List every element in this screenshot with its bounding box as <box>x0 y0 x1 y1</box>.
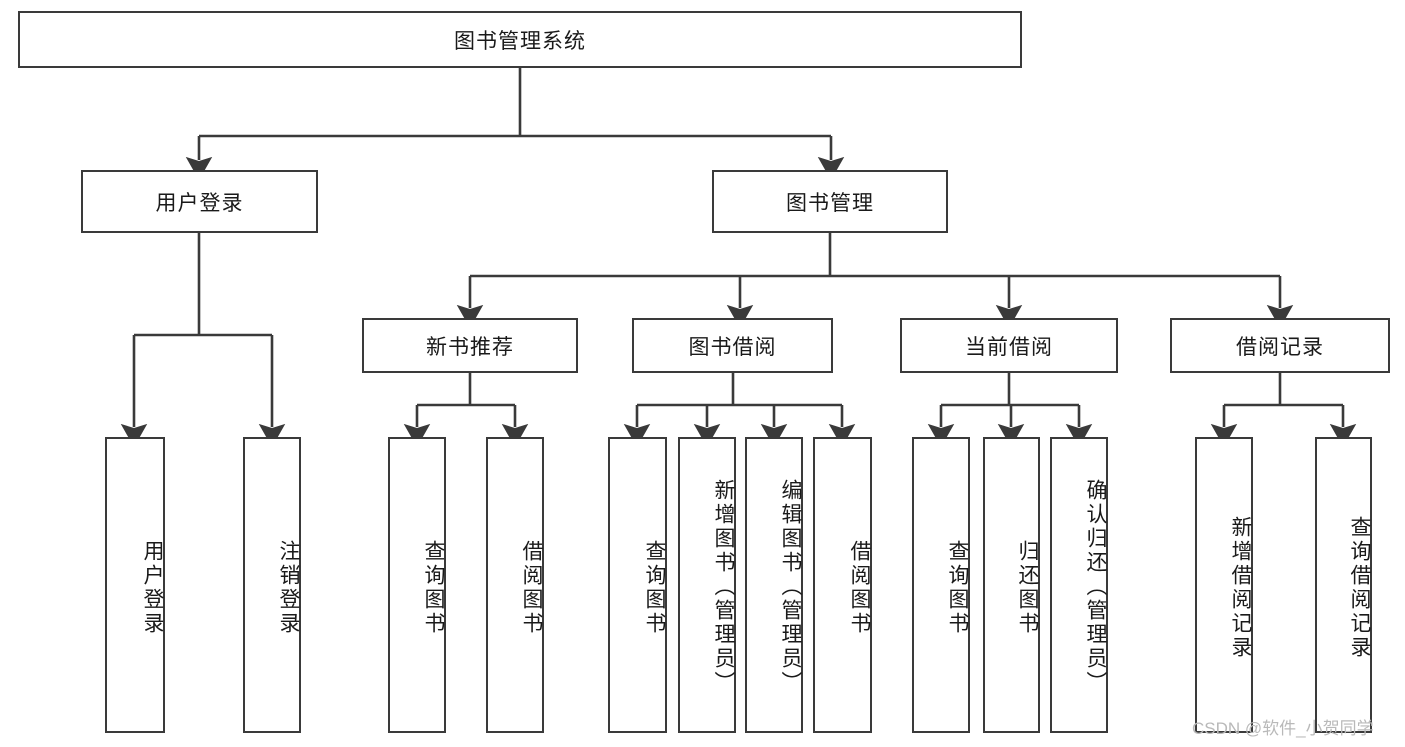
node-label: 图书借阅 <box>688 335 777 359</box>
node-label: 注销登录 <box>277 540 300 636</box>
node-leaf-user-login[interactable]: 用户登录 <box>105 437 165 733</box>
node-label: 用户登录 <box>141 540 164 636</box>
node-label: 新增借阅记录 <box>1229 516 1252 660</box>
node-label: 当前借阅 <box>965 335 1053 359</box>
node-current-borrow[interactable]: 当前借阅 <box>900 318 1118 373</box>
node-root-system[interactable]: 图书管理系统 <box>18 11 1022 68</box>
node-leaf-edit-book[interactable]: 编辑图书（管理员） <box>745 437 803 733</box>
node-label: 查询图书 <box>422 540 445 636</box>
node-label: 借阅记录 <box>1236 335 1324 359</box>
node-label: 查询图书 <box>643 540 666 636</box>
node-label: 用户登录 <box>155 191 244 215</box>
node-leaf-add-book[interactable]: 新增图书（管理员） <box>678 437 736 733</box>
node-leaf-query-book-3[interactable]: 查询图书 <box>912 437 970 733</box>
node-leaf-user-logout[interactable]: 注销登录 <box>243 437 301 733</box>
node-borrow-record[interactable]: 借阅记录 <box>1170 318 1390 373</box>
node-leaf-borrow-book-2[interactable]: 借阅图书 <box>813 437 872 733</box>
node-leaf-borrow-book-1[interactable]: 借阅图书 <box>486 437 544 733</box>
node-leaf-query-book-2[interactable]: 查询图书 <box>608 437 667 733</box>
node-new-book-rec[interactable]: 新书推荐 <box>362 318 578 373</box>
node-label: 编辑图书（管理员） <box>779 478 802 695</box>
node-leaf-add-record[interactable]: 新增借阅记录 <box>1195 437 1253 733</box>
node-label: 新增图书（管理员） <box>712 478 735 695</box>
node-book-manage[interactable]: 图书管理 <box>712 170 948 233</box>
node-leaf-query-book-1[interactable]: 查询图书 <box>388 437 446 733</box>
node-label: 查询借阅记录 <box>1348 516 1371 660</box>
node-label: 借阅图书 <box>520 540 543 636</box>
node-label: 图书管理 <box>786 191 874 215</box>
node-leaf-query-record[interactable]: 查询借阅记录 <box>1315 437 1372 733</box>
node-label: 确认归还（管理员） <box>1084 478 1107 695</box>
node-leaf-return-book[interactable]: 归还图书 <box>983 437 1040 733</box>
watermark-text: CSDN @软件_小贺同学 <box>1192 719 1374 738</box>
node-label: 归还图书 <box>1016 540 1039 636</box>
node-leaf-confirm-return[interactable]: 确认归还（管理员） <box>1050 437 1108 733</box>
node-user-login[interactable]: 用户登录 <box>81 170 318 233</box>
node-label: 图书管理系统 <box>454 29 586 53</box>
node-label: 查询图书 <box>946 540 969 636</box>
node-book-borrow[interactable]: 图书借阅 <box>632 318 833 373</box>
node-label: 借阅图书 <box>848 540 871 636</box>
node-label: 新书推荐 <box>426 335 514 359</box>
